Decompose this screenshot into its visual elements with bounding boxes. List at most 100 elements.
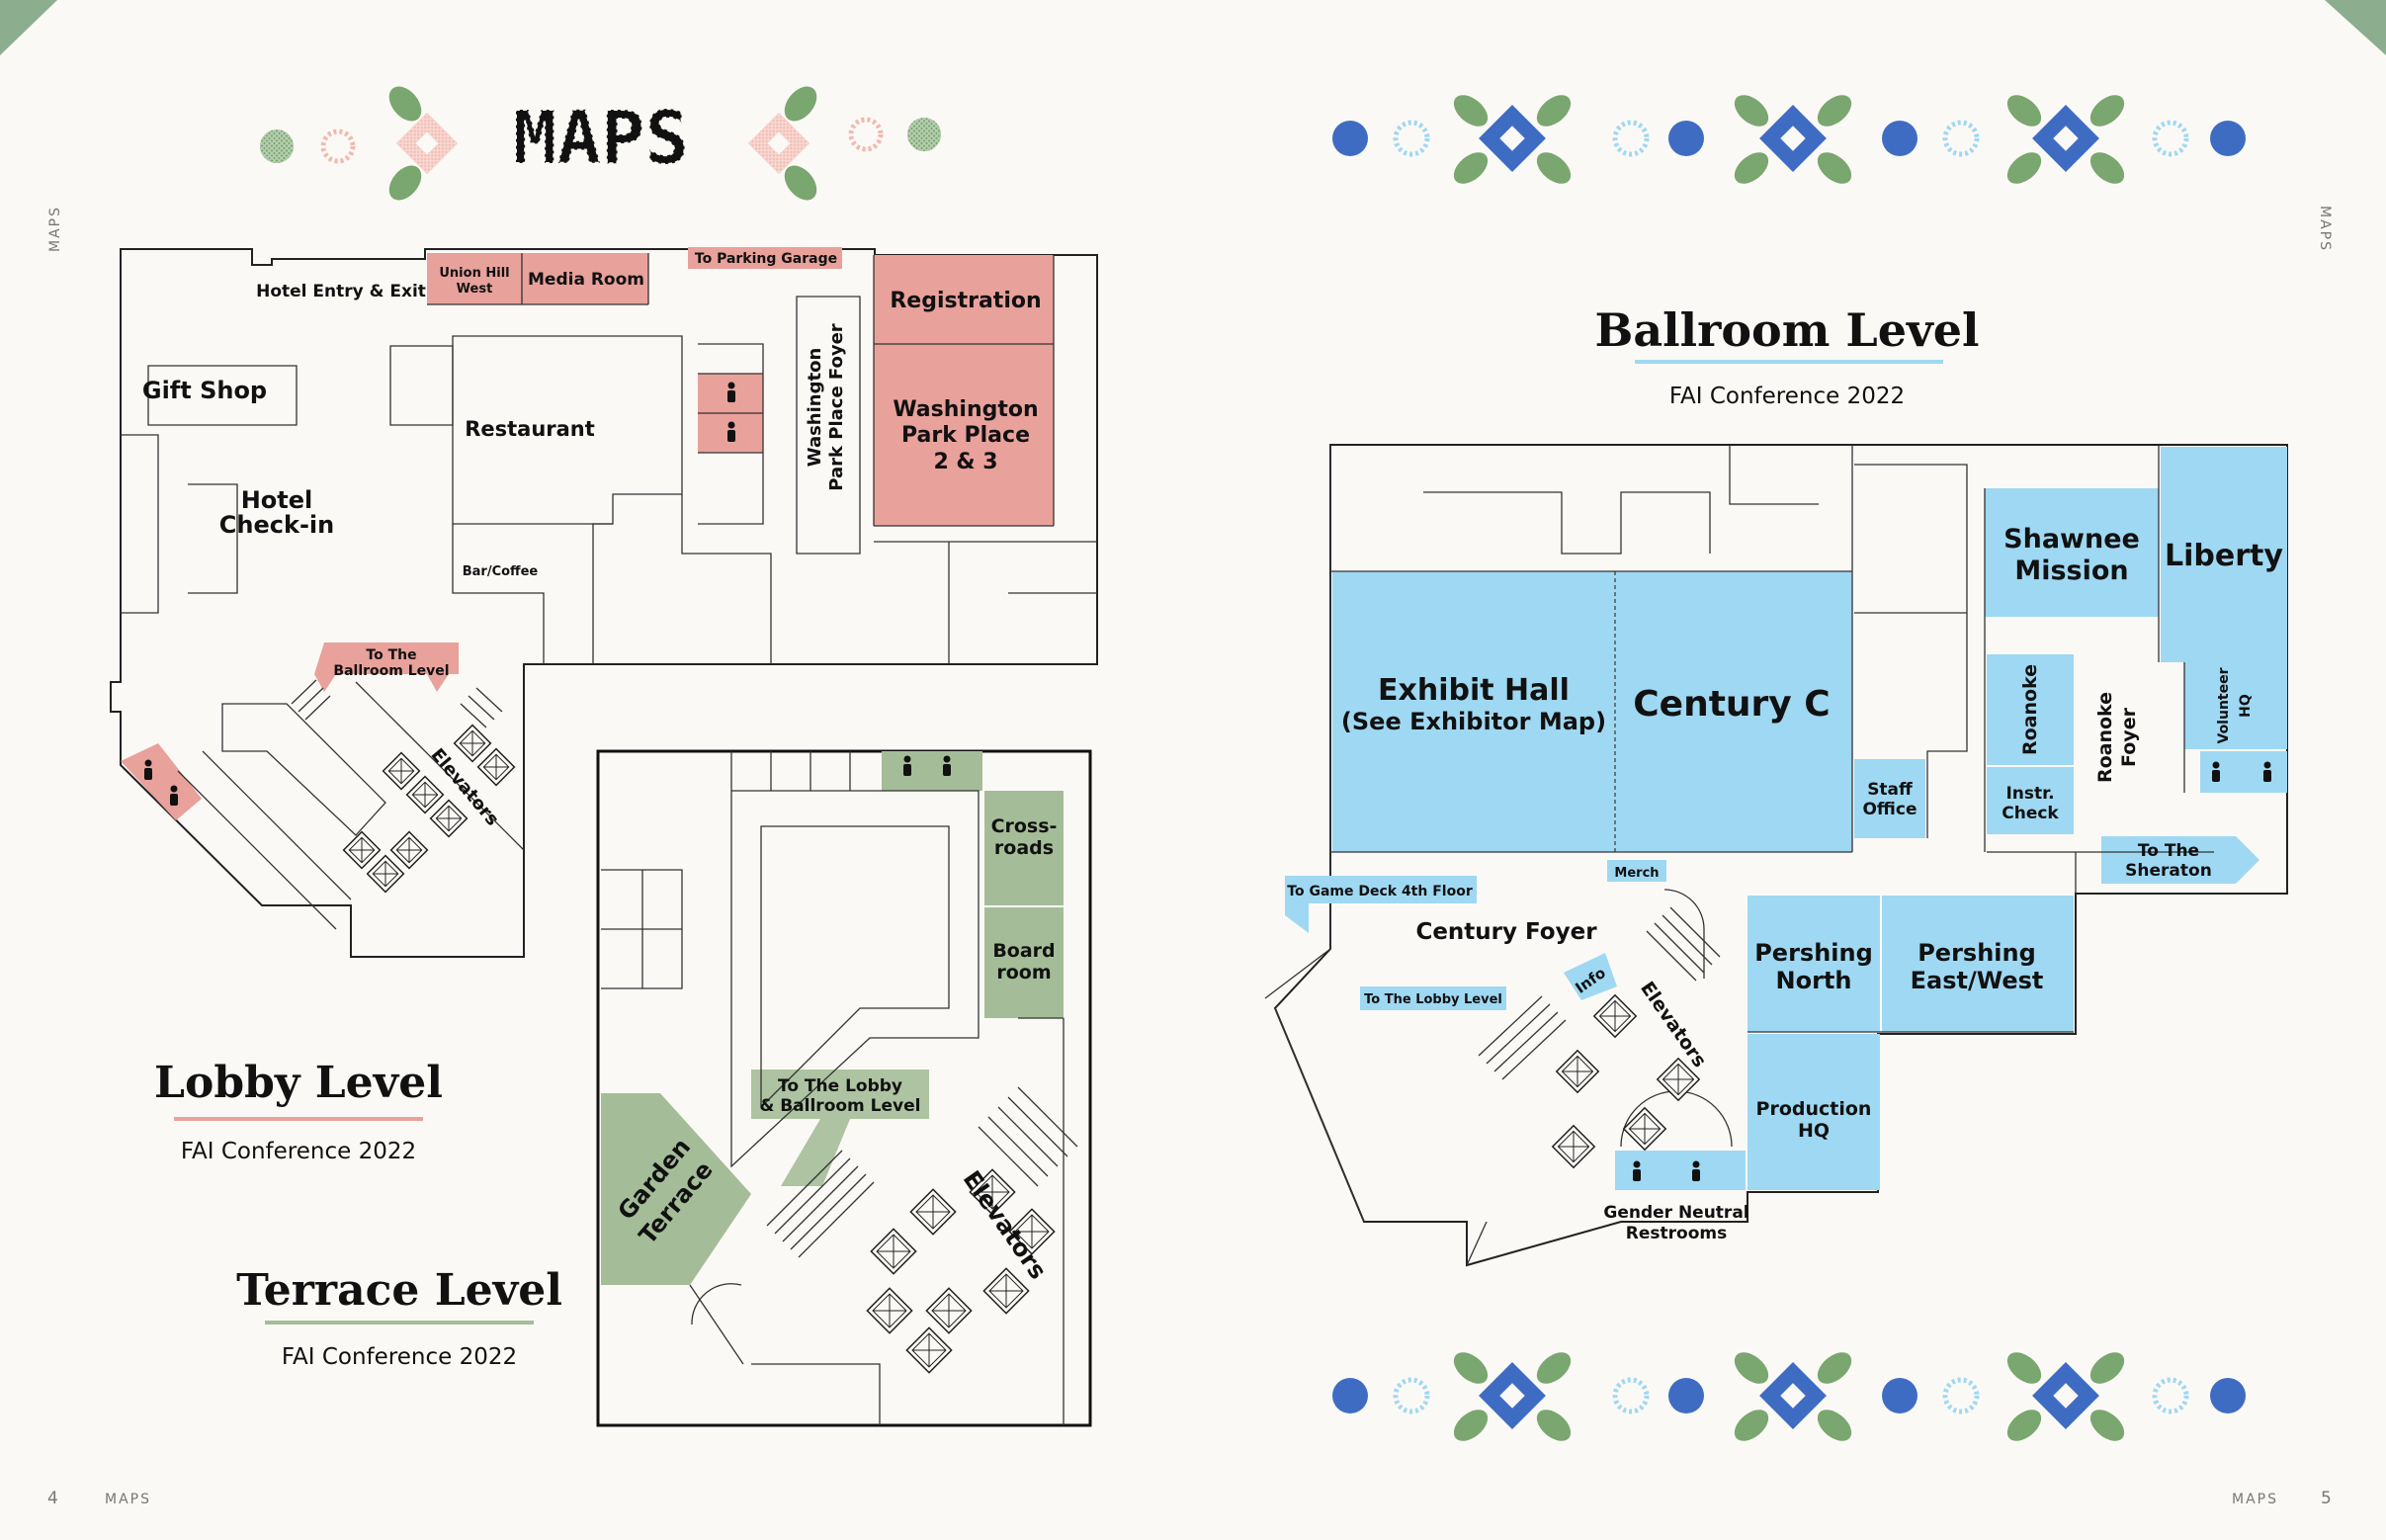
label-volunteer-2: HQ (2238, 694, 2254, 718)
label-registration: Registration (890, 289, 1041, 313)
label-pershing-ew-2: East/West (1911, 967, 2044, 994)
room-roanoke[interactable] (1987, 654, 2074, 765)
ballroom-stairs (1478, 906, 1721, 1080)
sign-to-lobby-level[interactable] (1360, 986, 1506, 1010)
maps-header-ornament (260, 86, 941, 201)
room-info[interactable] (1564, 953, 1617, 1000)
ballroom-subtitle: FAI Conference 2022 (1669, 384, 1905, 409)
footer-section-left: MAPS (105, 1492, 151, 1507)
label-sheraton-1: To The (2138, 841, 2199, 861)
room-pershing-north[interactable] (1747, 896, 1880, 1032)
label-pershing-north-1: Pershing (1754, 939, 1873, 967)
label-restrooms-2: Restrooms (1626, 1224, 1727, 1243)
elevator-icon (453, 724, 492, 763)
elevator-icon (866, 1287, 913, 1334)
label-production-2: HQ (1798, 1120, 1830, 1142)
room-century-c[interactable] (1615, 571, 1852, 852)
label-instr-1: Instr. (2005, 784, 2054, 804)
room-crossroads[interactable] (984, 791, 1064, 905)
elevator-icon (1656, 1057, 1701, 1102)
page-title: MAPS (513, 96, 689, 181)
restroom-person-icon (727, 382, 735, 402)
room-exhibit-hall[interactable] (1332, 571, 1615, 852)
elevator-icon (1551, 1124, 1596, 1169)
label-restaurant: Restaurant (465, 417, 595, 441)
room-merch[interactable] (1607, 860, 1666, 882)
room-union-hill-west[interactable] (427, 253, 522, 304)
sign-to-sheraton[interactable] (2101, 836, 2259, 884)
label-century-foyer: Century Foyer (1415, 919, 1597, 945)
label-to-ballroom-2: Ballroom Level (333, 663, 449, 679)
corner-ornament-right (2325, 0, 2386, 55)
terrace-title: Terrace Level (236, 1265, 562, 1316)
sign-to-parking-garage[interactable] (688, 247, 842, 269)
page-number-left: 4 (47, 1489, 60, 1508)
label-pershing-north-2: North (1776, 967, 1852, 994)
restroom-person-icon (1692, 1160, 1700, 1181)
label-parking: To Parking Garage (695, 251, 837, 267)
room-production-hq[interactable] (1747, 1034, 1880, 1190)
room-shawnee-mission[interactable] (1985, 488, 2159, 617)
label-boardroom-1: Board (992, 940, 1055, 962)
label-to-lobby-2: & Ballroom Level (759, 1096, 920, 1116)
elevator-icon (389, 830, 429, 870)
label-instr-2: Check (2002, 804, 2059, 823)
elevator-icon (925, 1287, 973, 1334)
label-to-lobby-level: To The Lobby Level (1364, 992, 1502, 1007)
room-media-room[interactable] (522, 253, 648, 304)
terrace-stairs (766, 1086, 1078, 1258)
ballroom-title: Ballroom Level (1594, 303, 1979, 357)
restroom-person-icon (144, 759, 152, 780)
label-checkin-2: Check-in (219, 511, 334, 539)
restroom-person-icon (1633, 1160, 1641, 1181)
room-liberty[interactable] (2161, 447, 2287, 662)
elevator-icon (909, 1188, 957, 1236)
label-union-hill-1: Union Hill (439, 266, 509, 281)
ballroom-ornament-top (1332, 95, 2246, 184)
label-exhibit-1: Exhibit Hall (1378, 673, 1570, 708)
elevator-icon (366, 854, 405, 894)
room-staff-office[interactable] (1854, 759, 1925, 838)
page-number-right: 5 (2321, 1489, 2334, 1508)
label-wpp-3: 2 & 3 (933, 450, 997, 474)
side-label-left: MAPS (47, 206, 63, 252)
lobby-elevators[interactable] (342, 724, 516, 894)
sign-to-game-deck[interactable] (1285, 876, 1477, 933)
room-boardroom[interactable] (984, 907, 1064, 1018)
terrace-elevators[interactable] (866, 1168, 1056, 1374)
room-volunteer-hq[interactable] (2184, 662, 2287, 749)
label-wpp-2: Park Place (901, 423, 1030, 448)
terrace-subtitle: FAI Conference 2022 (282, 1344, 517, 1370)
ballroom-elevators[interactable] (1551, 993, 1701, 1169)
elevator-icon (1592, 993, 1638, 1039)
restroom-terrace[interactable] (882, 751, 982, 791)
label-gift-shop: Gift Shop (142, 377, 267, 404)
room-washington-park-place[interactable] (874, 255, 1054, 526)
restroom-lobby-2[interactable] (121, 743, 202, 820)
label-game-deck: To Game Deck 4th Floor (1287, 884, 1473, 899)
room-pershing-east-west[interactable] (1882, 896, 2074, 1032)
label-foyer-2: Park Place Foyer (826, 323, 847, 490)
label-checkin-1: Hotel (241, 486, 313, 514)
room-instr-check[interactable] (1987, 767, 2074, 834)
label-liberty: Liberty (2165, 539, 2283, 573)
label-wpp-1: Washington (893, 397, 1038, 422)
restroom-person-icon (170, 785, 178, 806)
ballroom-ornament-bottom (1332, 1352, 2246, 1441)
elevator-icon (969, 1168, 1016, 1216)
restroom-icons (144, 382, 2271, 1181)
lobby-title: Lobby Level (154, 1058, 443, 1108)
restroom-person-icon (943, 755, 951, 776)
corner-ornament-left (0, 0, 57, 55)
label-crossroads-1: Cross- (991, 815, 1058, 837)
room-garden-terrace[interactable] (601, 1093, 751, 1285)
label-shawnee-2: Mission (2014, 556, 2128, 586)
label-foyer-1: Washington (805, 348, 825, 468)
sign-to-ballroom-level[interactable] (314, 642, 459, 692)
sign-to-lobby-ballroom[interactable] (751, 1069, 929, 1186)
restroom-person-icon (2212, 761, 2220, 782)
label-ballroom-elevators: Elevators (1636, 978, 1711, 1071)
elevator-icon (905, 1326, 953, 1374)
